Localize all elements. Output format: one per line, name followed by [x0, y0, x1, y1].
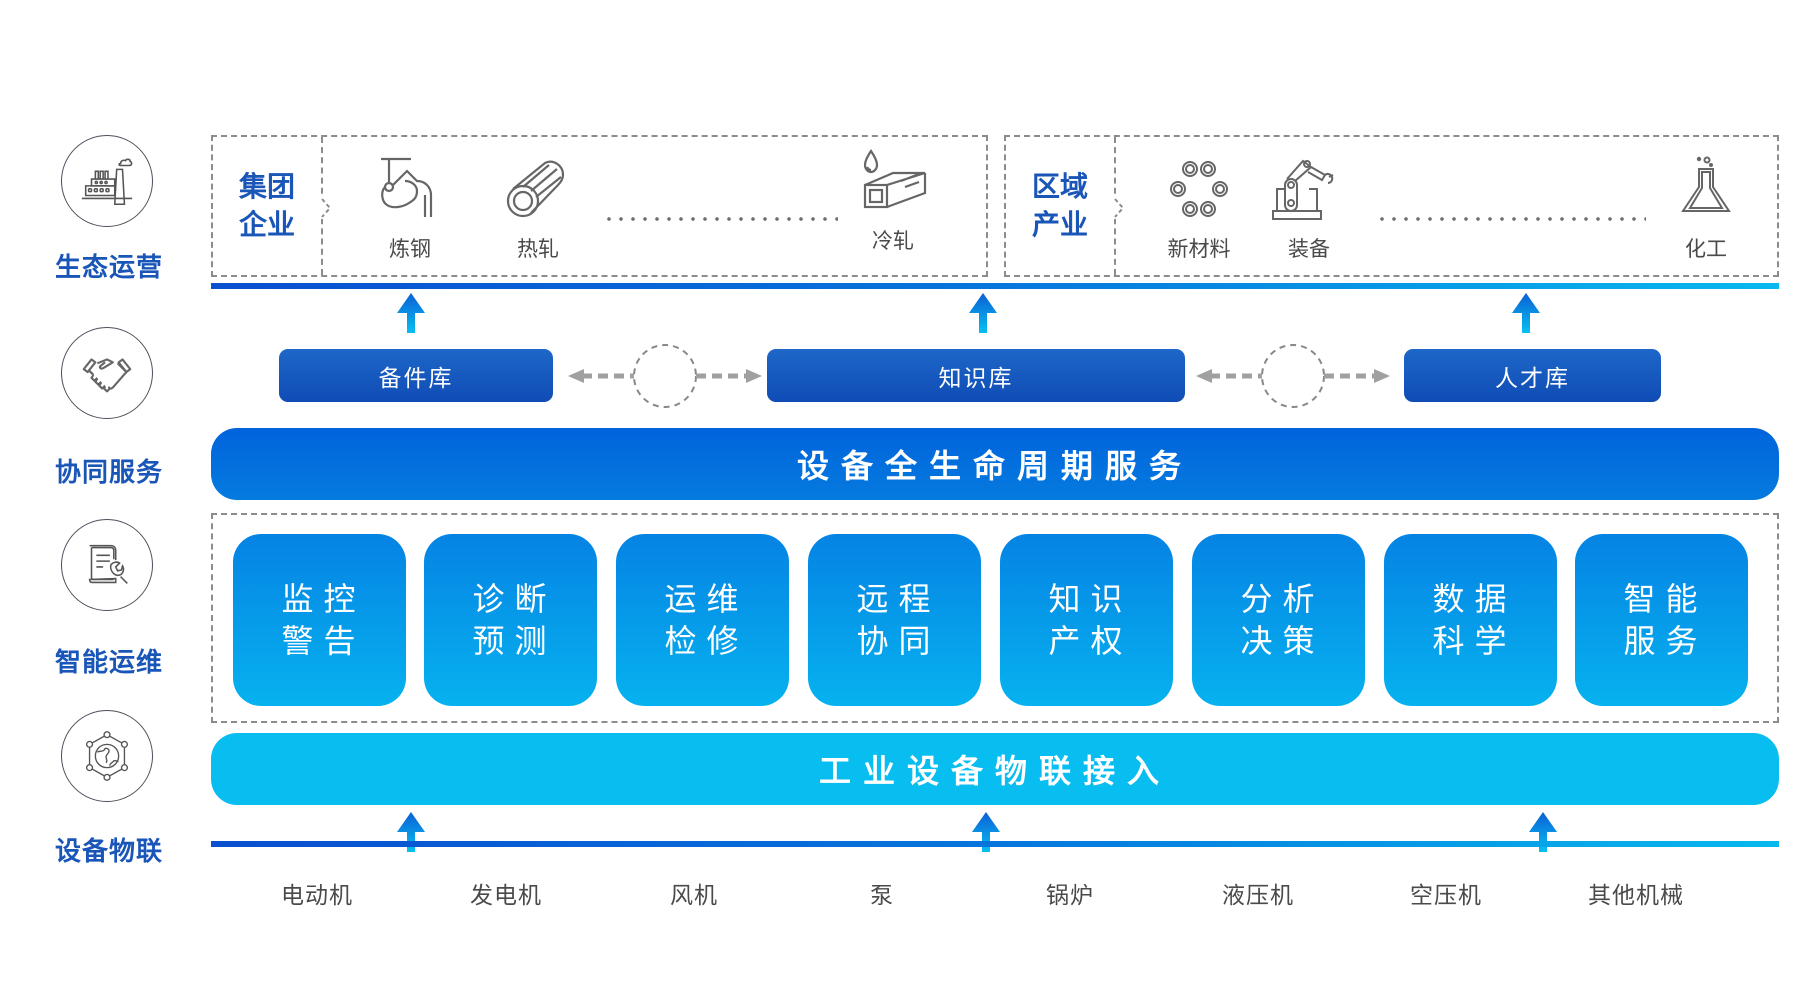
repo-knowledge[interactable]: 知识库	[767, 349, 1185, 402]
eco-item-chemical: 化工	[1661, 155, 1751, 263]
handshake-icon-circle	[61, 327, 153, 419]
flask-icon	[1681, 156, 1731, 212]
device-boiler: 锅炉	[1046, 883, 1094, 909]
bidirectional-connector	[568, 344, 762, 408]
device-fan: 风机	[670, 883, 718, 909]
steel-roll-icon	[506, 160, 565, 218]
arrow-up-icon	[1529, 812, 1557, 852]
devices-baseline	[211, 841, 1779, 847]
arrow-up-icon	[969, 293, 997, 333]
ops-card-data-science[interactable]: 数据科学	[1384, 534, 1557, 706]
handshake-icon	[82, 358, 132, 393]
ops-card-smart-service[interactable]: 智能服务	[1575, 534, 1748, 706]
arrow-up-icon	[972, 812, 1000, 852]
repo-spare-parts[interactable]: 备件库	[279, 349, 553, 402]
arrow-up-icon	[1512, 293, 1540, 333]
ops-card-ip[interactable]: 知识产权	[1000, 534, 1173, 706]
arrow-up-icon	[397, 293, 425, 333]
lifecycle-service-banner: 设备全生命周期服务	[211, 428, 1779, 500]
group-enterprise-title: 集团企业	[213, 137, 323, 275]
group-enterprise-box: 集团企业 炼钢 热轧 冷轧	[211, 135, 988, 277]
device-generator: 发电机	[470, 883, 542, 909]
layer-label-collaboration: 协同服务	[54, 458, 163, 488]
document-wrench-icon-circle	[61, 519, 153, 611]
device-hydraulic-press: 液压机	[1222, 883, 1294, 909]
cold-steel-bar-icon	[863, 149, 927, 209]
ecosystem-baseline	[211, 283, 1779, 289]
eco-item-hot-rolling: 热轧	[493, 155, 583, 263]
layer-label-iot: 设备物联	[54, 837, 163, 867]
ops-card-monitoring[interactable]: 监控警告	[233, 534, 406, 706]
bidirectional-connector	[1196, 344, 1390, 408]
device-air-compressor: 空压机	[1410, 883, 1482, 909]
ops-card-diagnosis[interactable]: 诊断预测	[424, 534, 597, 706]
eco-item-cold-rolling: 冷轧	[848, 145, 938, 255]
ladle-icon	[381, 157, 433, 217]
smart-ops-frame	[211, 513, 1779, 723]
eco-item-new-materials: 新材料	[1154, 155, 1244, 263]
device-motor: 电动机	[281, 883, 353, 909]
more-items-dots	[1376, 217, 1646, 221]
more-items-dots	[603, 217, 838, 221]
iot-access-banner: 工业设备物联接入	[211, 733, 1779, 805]
regional-industry-title: 区域产业	[1006, 137, 1116, 275]
ops-card-remote-collab[interactable]: 远程协同	[808, 534, 981, 706]
robot-arm-icon	[1272, 159, 1334, 220]
eco-item-equipment: 装备	[1264, 155, 1354, 263]
globe-network-icon	[85, 731, 129, 781]
globe-network-icon-circle	[61, 710, 153, 802]
eco-item-steelmaking: 炼钢	[365, 155, 455, 263]
document-wrench-icon	[88, 544, 128, 584]
molecule-ring-icon	[1170, 161, 1228, 217]
repo-talent[interactable]: 人才库	[1404, 349, 1661, 402]
ops-card-analysis[interactable]: 分析决策	[1192, 534, 1365, 706]
regional-industry-box: 区域产业 新材料 装备	[1004, 135, 1779, 277]
layer-label-ecosystem: 生态运营	[54, 253, 163, 283]
chevron-right-icon	[1114, 197, 1125, 219]
chevron-right-icon	[321, 197, 332, 219]
layer-label-smart-ops: 智能运维	[54, 648, 163, 678]
ops-card-maintenance[interactable]: 运维检修	[616, 534, 789, 706]
factory-icon	[81, 158, 133, 206]
arrow-up-icon	[397, 812, 425, 852]
device-pump: 泵	[870, 883, 894, 909]
device-other-machinery: 其他机械	[1588, 883, 1684, 909]
factory-icon-circle	[61, 135, 153, 227]
